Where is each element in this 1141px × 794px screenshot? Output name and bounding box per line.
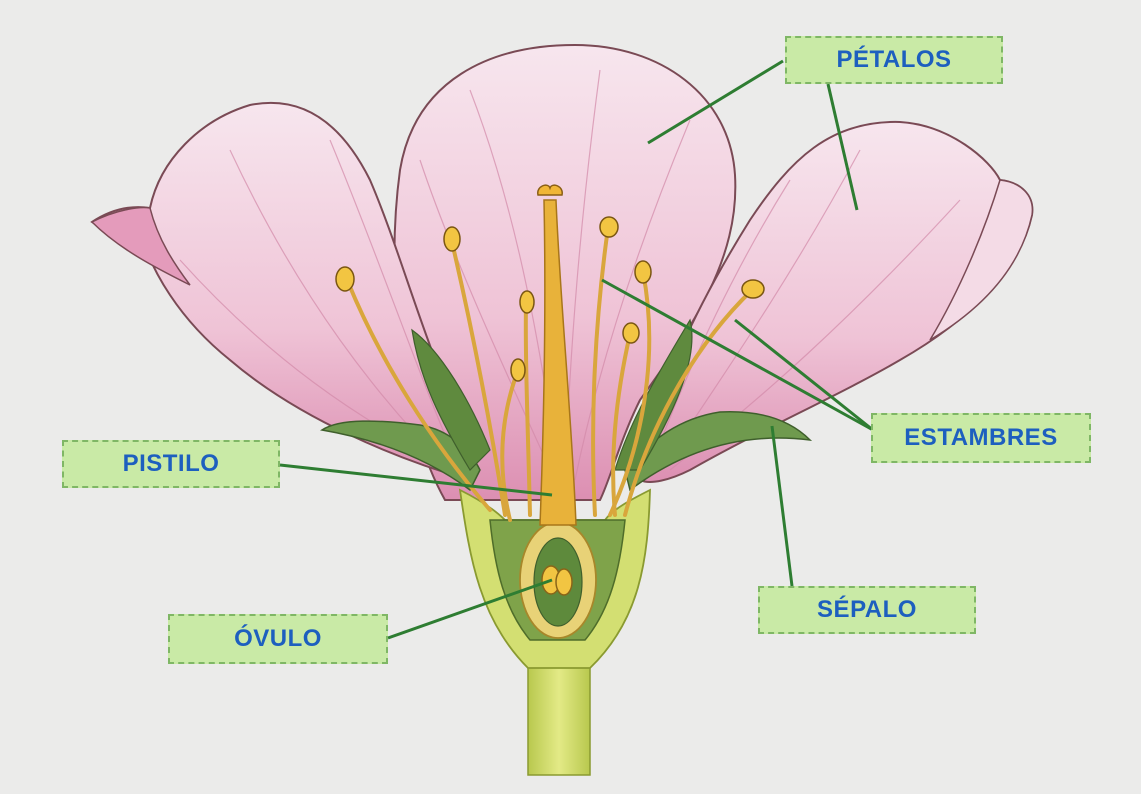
label-sepalo: SÉPALO <box>758 586 976 634</box>
label-ovulo: ÓVULO <box>168 614 388 664</box>
label-estambres: ESTAMBRES <box>871 413 1091 463</box>
label-pistilo: PISTILO <box>62 440 280 488</box>
label-petalos: PÉTALOS <box>785 36 1003 84</box>
stigma <box>538 185 562 195</box>
leader-sepalo <box>772 426 792 586</box>
stem <box>528 660 590 775</box>
ovule-2 <box>556 569 572 595</box>
